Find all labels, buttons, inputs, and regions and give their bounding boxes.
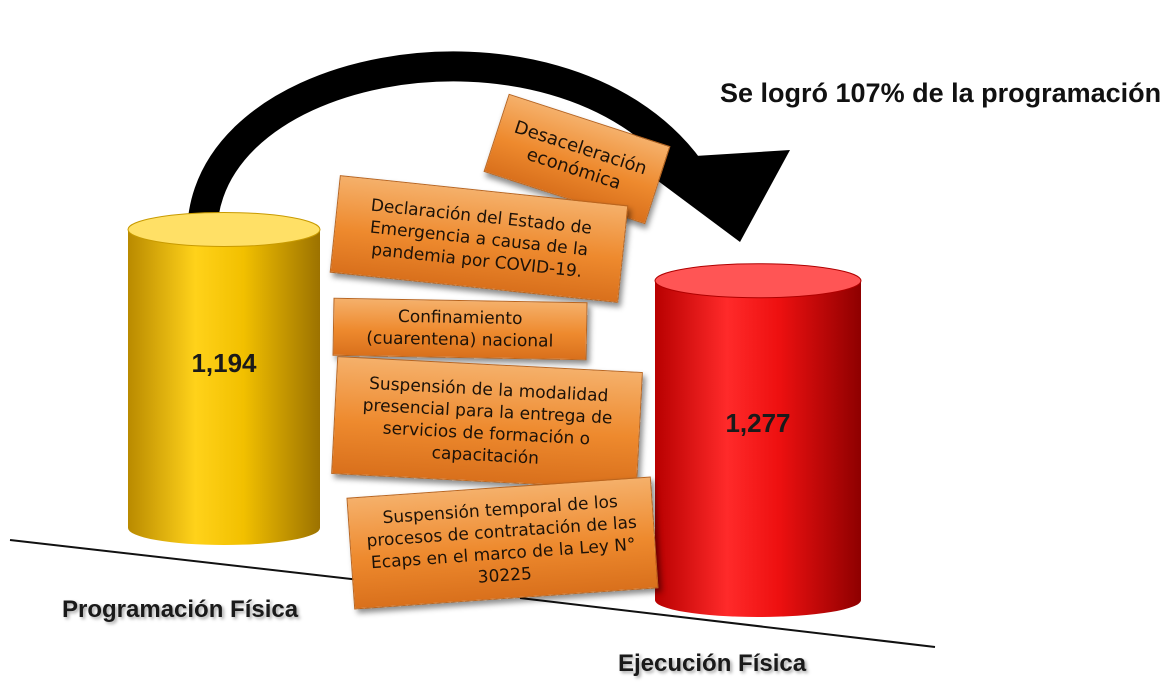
value-label-programacion: 1,194 xyxy=(191,347,257,378)
ground-line-left xyxy=(9,539,361,581)
factor-confinamiento: Confinamiento (cuarentena) nacional xyxy=(332,297,588,361)
value-label-ejecucion: 1,277 xyxy=(725,408,791,439)
ground-line-right xyxy=(519,597,936,648)
bar-ejecucion-fisica xyxy=(654,263,862,617)
growth-arrow xyxy=(187,51,705,277)
growth-arrow-head xyxy=(630,150,790,242)
category-label-ejecucion: Ejecución Física xyxy=(618,650,807,677)
category-label-programacion: Programación Física xyxy=(62,596,299,623)
achievement-headline: Se logró 107% de la programación xyxy=(720,78,1161,108)
bar-programacion-fisica xyxy=(127,212,321,545)
factor-suspension-presencial: Suspensión de la modalidad presencial pa… xyxy=(331,356,643,490)
factor-suspension-ecaps: Suspensión temporal de los procesos de c… xyxy=(346,476,659,610)
